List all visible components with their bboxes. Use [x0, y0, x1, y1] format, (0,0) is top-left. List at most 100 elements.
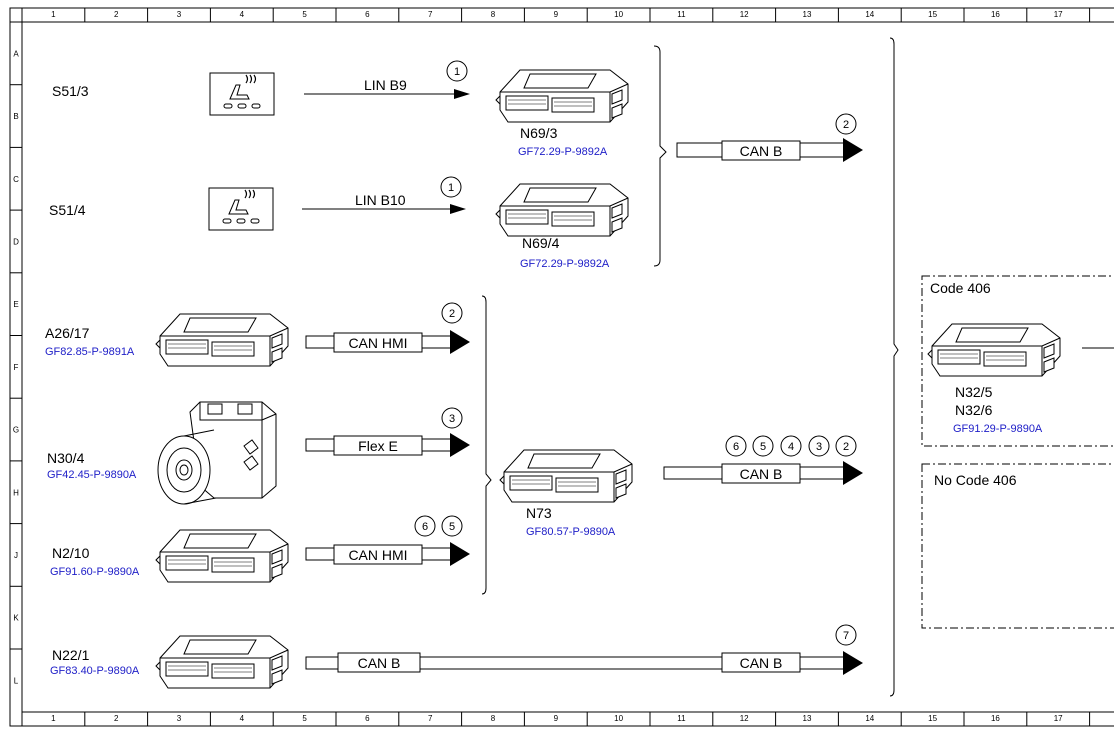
ruler-column-label: 8 [491, 714, 496, 723]
n73-label: N73 [526, 505, 552, 521]
n22-1-label: N22/1 [52, 647, 90, 663]
ruler-row-label: B [13, 112, 18, 121]
ruler-column-label: 5 [302, 10, 307, 19]
can-b-n73-tag [721, 463, 801, 484]
ruler-column-label: 12 [740, 10, 749, 19]
lin-b9-label: LIN B9 [364, 77, 407, 93]
brace-middle [481, 295, 492, 595]
ref-circle [440, 176, 462, 198]
ruler-column-label: 11 [677, 714, 686, 723]
n32-6-label: N32/6 [955, 402, 993, 418]
ruler-row-label: K [13, 614, 19, 623]
n30-4-abs-unit-icon [157, 401, 277, 505]
ruler-column-label: 5 [302, 714, 307, 723]
can-b-n22-left-label: CAN B [358, 655, 401, 671]
ref-number: 6 [733, 441, 739, 453]
lin-b9-arrowhead-icon [454, 89, 470, 99]
n69-4-label: N69/4 [522, 235, 560, 251]
ref-circle [441, 515, 463, 537]
n2-10-label: N2/10 [52, 545, 90, 561]
code-406-box [921, 275, 1114, 447]
ref-number: 1 [454, 66, 460, 78]
can-hmi-a26-arrowhead-icon [450, 330, 470, 354]
no-code-406-label: No Code 406 [934, 472, 1017, 488]
s51-3-switch-icon [209, 72, 275, 116]
ref-circle [441, 407, 463, 429]
ref-circle [441, 302, 463, 324]
s51-4-label: S51/4 [49, 202, 86, 218]
ref-circle [835, 435, 857, 457]
ref-number: 1 [448, 182, 454, 194]
can-hmi-a26-tag [333, 332, 423, 353]
s51-4-switch-icon [208, 187, 274, 231]
n22-1-module-icon [155, 635, 289, 689]
ruler-row-label: H [13, 488, 19, 497]
no-code-406-box [921, 463, 1114, 629]
flex-e-arrowhead-icon [450, 433, 470, 457]
ruler-column-label: 9 [554, 10, 559, 19]
can-hmi-n2-tag [333, 544, 423, 565]
ref-number: 7 [843, 630, 849, 642]
flex-e-tag [333, 435, 423, 456]
outer-frame [9, 7, 1114, 727]
flex-e-label: Flex E [358, 438, 398, 454]
ruler-row-label: F [14, 363, 19, 372]
n69-4-doc-link[interactable]: GF72.29-P-9892A [520, 258, 610, 270]
can-b-n22-right-label: CAN B [740, 655, 783, 671]
ruler-column-label: 3 [177, 714, 182, 723]
ref-number: 4 [788, 441, 794, 453]
ruler-column-label: 7 [428, 10, 433, 19]
ref-circle [808, 435, 830, 457]
ruler-column-label: 10 [614, 10, 623, 19]
ref-circle [414, 515, 436, 537]
n69-3-label: N69/3 [520, 125, 558, 141]
n30-4-label: N30/4 [47, 450, 85, 466]
ruler-column-label: 1 [51, 10, 56, 19]
n73-doc-link[interactable]: GF80.57-P-9890A [526, 526, 616, 538]
ruler-row-label: E [13, 300, 18, 309]
ref-number: 2 [843, 119, 849, 131]
code-406-label: Code 406 [930, 280, 991, 296]
ruler-row-label: C [13, 175, 19, 184]
ruler-column-label: 10 [614, 714, 623, 723]
ruler-column-label: 7 [428, 714, 433, 723]
ruler-column-label: 16 [991, 10, 1000, 19]
ruler-column-label: 9 [554, 714, 559, 723]
n30-4-doc-link[interactable]: GF42.45-P-9890A [47, 469, 137, 481]
ref-number: 6 [422, 521, 428, 533]
n2-10-doc-link[interactable]: GF91.60-P-9890A [50, 566, 140, 578]
lin-b10-arrowhead-icon [450, 204, 466, 214]
ref-number: 2 [843, 441, 849, 453]
ruler-column-label: 15 [928, 10, 937, 19]
can-hmi-n2-label: CAN HMI [348, 547, 407, 563]
a26-17-doc-link[interactable]: GF82.85-P-9891A [45, 346, 135, 358]
ref-number: 3 [816, 441, 822, 453]
n69-3-doc-link[interactable]: GF72.29-P-9892A [518, 146, 608, 158]
can-b-n73-label: CAN B [740, 466, 783, 482]
ruler-column-label: 8 [491, 10, 496, 19]
ruler-column-label: 4 [240, 10, 245, 19]
n22-1-doc-link[interactable]: GF83.40-P-9890A [50, 665, 140, 677]
ref-number: 3 [449, 413, 455, 425]
ruler-column-label: 15 [928, 714, 937, 723]
ref-number: 5 [449, 521, 455, 533]
ruler-column-label: 6 [365, 10, 370, 19]
ref-circle [780, 435, 802, 457]
n32-doc-link[interactable]: GF91.29-P-9890A [953, 423, 1043, 435]
ref-number: 2 [449, 308, 455, 320]
ruler-column-label: 12 [740, 714, 749, 723]
ruler-row-label: J [14, 551, 18, 560]
can-b-top-arrowhead-icon [843, 138, 863, 162]
ruler-column-label: 16 [991, 714, 1000, 723]
ruler-row-label: D [13, 237, 19, 246]
can-b-n22-left-tag [337, 652, 421, 673]
ruler-row-label: L [14, 676, 19, 685]
ruler-column-label: 11 [677, 10, 686, 19]
ruler-column-label: 3 [177, 10, 182, 19]
ruler-column-label: 14 [865, 714, 874, 723]
n69-4-module-icon [495, 183, 629, 237]
